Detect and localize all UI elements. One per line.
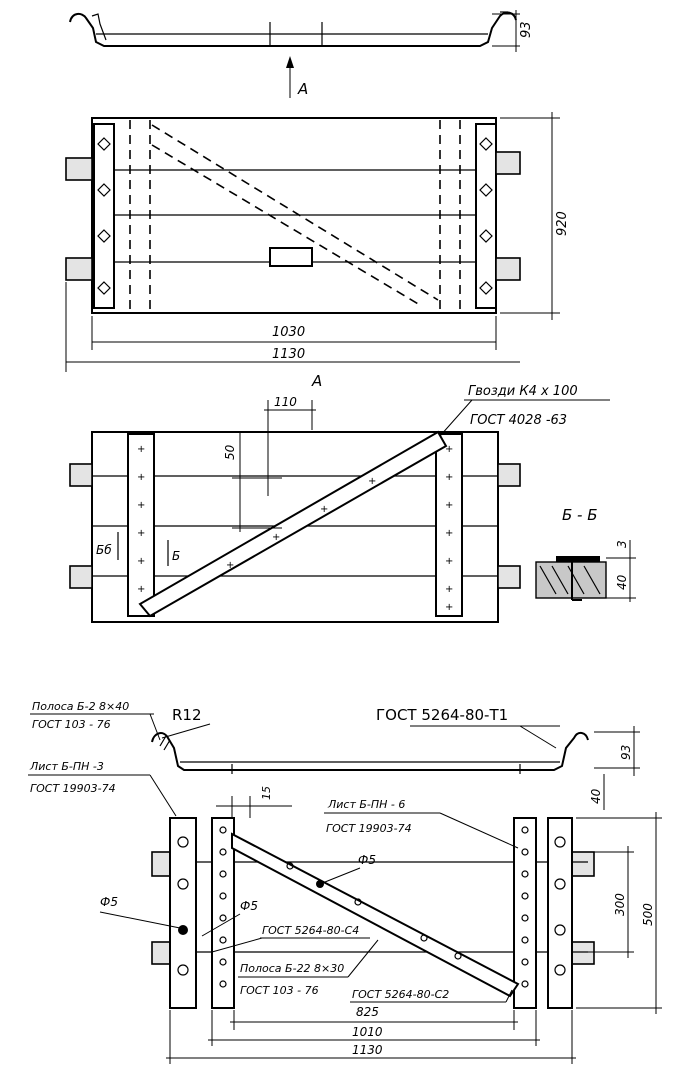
sheet-right-1: Лист Б-ПН - 6 <box>327 798 405 811</box>
section-title: Б - Б <box>562 506 598 524</box>
dim-93-lower: 93 <box>619 745 633 760</box>
phi5-label-a: Ф5 <box>358 853 376 867</box>
sheet-right-2: ГОСТ 19903-74 <box>326 822 412 835</box>
svg-text:+: + <box>368 476 376 487</box>
svg-text:+: + <box>445 472 453 483</box>
dim-15: 15 <box>260 786 273 800</box>
top-profile-view: 93 A <box>69 10 534 98</box>
third-view: + + + + + + + + + + + + + + + + + 110 50 Бб Б Гвозд… <box>69 384 610 623</box>
dim-1130-plan: 1130 <box>272 347 305 362</box>
weld-c4: ГОСТ 5264-80-С4 <box>262 924 359 937</box>
dim-40-section: 40 <box>615 574 629 590</box>
bottom-view: Лист Б-ПН -3 ГОСТ 19903-74 <box>28 760 662 1064</box>
section-mark-right: Б <box>172 549 180 563</box>
svg-text:+: + <box>445 500 453 511</box>
dim-93-top: 93 <box>519 21 534 38</box>
dim-825: 825 <box>356 1005 379 1019</box>
dim-500: 500 <box>641 903 655 926</box>
dim-50: 50 <box>223 444 237 460</box>
plan-view: 920 1030 1130 A <box>65 112 570 390</box>
dim-110: 110 <box>274 395 297 409</box>
third-view-rivets: + + + + + + + + + + + + + + + + + <box>137 444 453 613</box>
dim-3: 3 <box>615 540 629 548</box>
dim-1130-bottom: 1130 <box>352 1043 383 1057</box>
weld-gost-t1: ГОСТ 5264-80-Т1 <box>376 706 508 724</box>
dim-920: 920 <box>555 211 570 236</box>
svg-text:+: + <box>445 528 453 539</box>
svg-text:+: + <box>137 556 145 567</box>
svg-text:+: + <box>226 560 234 571</box>
section-detail: Б - Б 3 40 <box>535 506 636 602</box>
radius-r12: R12 <box>172 706 202 724</box>
svg-text:+: + <box>445 584 453 595</box>
callout-strip-top-2: ГОСТ 103 - 76 <box>32 718 111 731</box>
nail-spec-line2: ГОСТ 4028 -63 <box>470 413 567 428</box>
lower-profile-view: 93 40 R12 ГОСТ 5264-80-Т1 Полоса Б-2 8×4… <box>30 700 640 810</box>
svg-text:+: + <box>137 584 145 595</box>
phi5-label-b: Ф5 <box>100 895 118 909</box>
plan-bolts <box>97 137 493 295</box>
view-arrow-label-a: A <box>297 80 308 98</box>
dim-1030-plan: 1030 <box>272 325 305 340</box>
sheet-left-1: Лист Б-ПН -3 <box>29 760 104 773</box>
strip-spec-2: ГОСТ 103 - 76 <box>240 984 319 997</box>
svg-text:+: + <box>137 528 145 539</box>
callout-strip-top-1: Полоса Б-2 8×40 <box>32 700 129 713</box>
svg-text:+: + <box>445 602 453 613</box>
dim-40-lower: 40 <box>589 788 603 804</box>
svg-text:+: + <box>445 444 453 455</box>
section-mark-left: Бб <box>96 543 112 557</box>
bottom-rivets <box>177 826 566 988</box>
weld-c2: ГОСТ 5264-80-С2 <box>352 988 449 1001</box>
dim-300: 300 <box>613 893 627 916</box>
svg-text:+: + <box>137 472 145 483</box>
svg-text:+: + <box>272 532 280 543</box>
svg-text:+: + <box>320 504 328 515</box>
svg-text:+: + <box>137 444 145 455</box>
nail-spec-line1: Гвозди К4 х 100 <box>468 384 578 399</box>
dim-1010: 1010 <box>352 1025 383 1039</box>
svg-text:+: + <box>445 556 453 567</box>
section-label-a: A <box>311 372 322 390</box>
svg-text:+: + <box>137 500 145 511</box>
strip-spec-1: Полоса Б-22 8×30 <box>240 962 344 975</box>
phi5-label-c: Ф5 <box>240 899 258 913</box>
sheet-left-2: ГОСТ 19903-74 <box>30 782 116 795</box>
